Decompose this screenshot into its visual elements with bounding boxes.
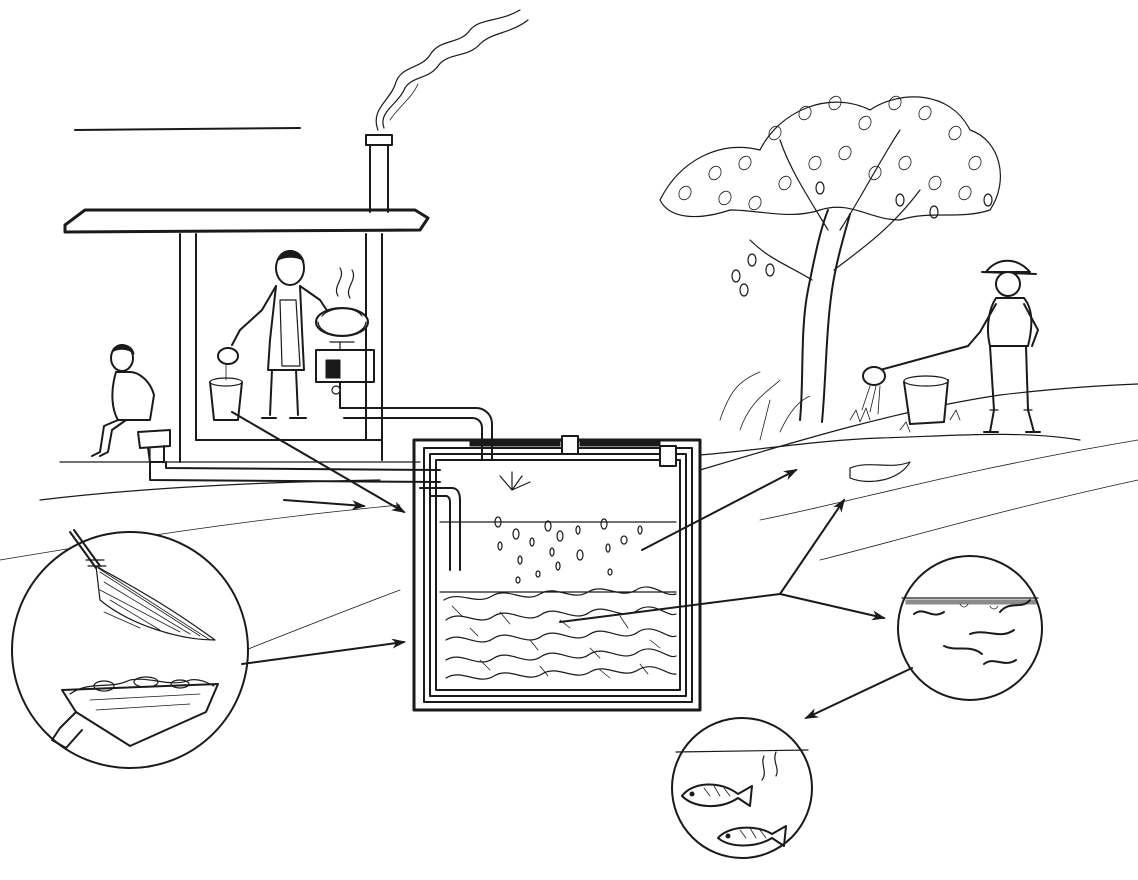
cook-woman-icon bbox=[231, 250, 329, 419]
gas-bubbles-icon bbox=[494, 471, 643, 584]
arrow-icon bbox=[779, 593, 886, 621]
farmer-watering-icon bbox=[849, 259, 1041, 483]
arrow-icon bbox=[779, 498, 846, 595]
arrows bbox=[231, 411, 913, 719]
broom-icon bbox=[69, 529, 216, 641]
arrow-icon bbox=[641, 469, 798, 551]
arrow-icon bbox=[283, 499, 366, 511]
chimney-smoke-icon bbox=[365, 9, 529, 213]
slurry-layer-icon bbox=[443, 586, 677, 680]
arrow-icon bbox=[804, 667, 913, 719]
earthworms-icon bbox=[897, 555, 1043, 701]
bucket-icon bbox=[209, 347, 243, 421]
arrow-icon bbox=[241, 638, 406, 665]
gas-outlet-pipe-icon bbox=[343, 407, 493, 461]
fruit-tree-icon bbox=[659, 95, 1001, 441]
house-icon bbox=[63, 127, 430, 463]
stove-icon bbox=[315, 267, 383, 409]
arrow-icon bbox=[231, 411, 406, 514]
inlet-pipe-icon bbox=[149, 461, 461, 571]
fish-pond-icon bbox=[671, 717, 813, 859]
seated-child-icon bbox=[91, 344, 155, 457]
biogas-digester-icon bbox=[412, 435, 702, 712]
toilet-icon bbox=[137, 429, 171, 463]
dustpan-waste-icon bbox=[51, 676, 219, 749]
